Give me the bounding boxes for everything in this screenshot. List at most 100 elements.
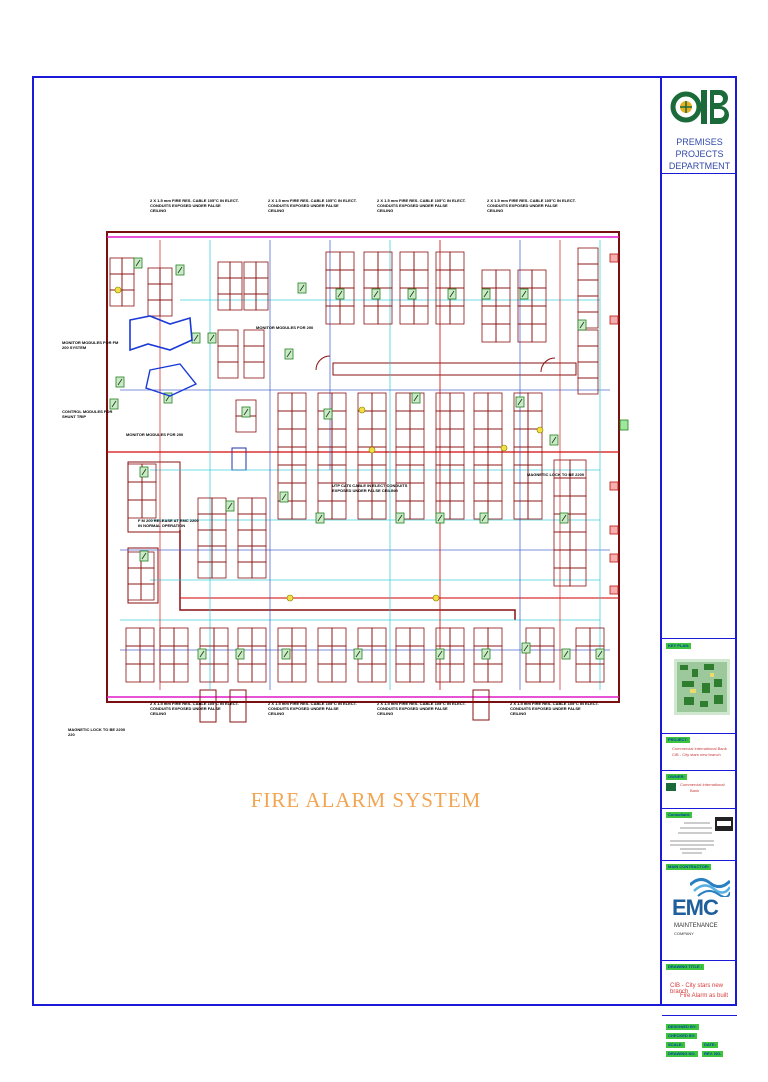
desk-cell <box>395 428 411 448</box>
drawing-title-line-1: CIB - City stars new branch <box>670 983 724 995</box>
owner-line-2: Bank <box>690 788 700 793</box>
desk-cell <box>449 428 465 448</box>
desk-cluster-21 <box>237 497 267 579</box>
desk-cell <box>217 361 239 379</box>
heat-detector-icon <box>536 426 544 434</box>
control-panel-outline <box>145 363 198 397</box>
desk-cell <box>395 392 411 412</box>
desk-cell <box>243 293 257 311</box>
desk-cell <box>449 410 465 430</box>
desk-cell <box>577 263 599 281</box>
desk-cell <box>217 329 239 347</box>
smoke-detector-mark <box>597 650 603 658</box>
desk-cell <box>577 247 599 265</box>
smoke-detector-mark <box>193 334 199 342</box>
smoke-detector-mark <box>437 650 443 658</box>
desk-cell <box>569 477 587 497</box>
desk-cell <box>357 410 373 430</box>
desk-cell <box>481 323 497 343</box>
desk-cluster-32 <box>395 627 425 683</box>
cable-note-top-1: 2 X 1.5 mm FIRE RES. CABLE 105°C IN ELEC… <box>150 198 239 213</box>
desk-cell <box>409 627 425 647</box>
desk-cell <box>435 410 451 430</box>
desk-cell <box>159 299 173 317</box>
desk-cell <box>291 410 307 430</box>
desk-cluster-13 <box>277 392 307 520</box>
desk-cluster-9 <box>481 269 511 343</box>
desk-cell <box>127 567 142 585</box>
desk-cell <box>435 446 451 466</box>
desk-cell <box>553 531 571 551</box>
desk-cell <box>357 663 373 683</box>
desk-cell <box>291 446 307 466</box>
desk-cell <box>331 663 347 683</box>
monitor-modules-fm200-note: MONITOR MODULES FOR FM 200 SYSTEM <box>62 340 119 350</box>
smoke-detector-mark <box>409 290 415 298</box>
owner-section: OWNER: Commercial International Bank <box>662 771 737 809</box>
desk-cell <box>331 464 347 484</box>
desk-cell <box>495 305 511 325</box>
desk-cell <box>473 428 489 448</box>
desk-cell <box>409 645 425 665</box>
desk-cell <box>531 305 547 325</box>
desk-cell <box>589 627 605 647</box>
desk-cell <box>317 482 333 502</box>
smoke-detector-mark <box>237 650 243 658</box>
drawing-title-label: DRAWING TITLE : <box>666 964 704 970</box>
desk-cell <box>125 663 141 683</box>
desk-cell <box>473 663 489 683</box>
desk-cell <box>487 627 503 647</box>
desk-cell <box>291 663 307 683</box>
desk-cell <box>435 663 451 683</box>
smoke-detector-mark <box>579 321 585 329</box>
desk-cell <box>211 497 227 515</box>
desk-cell <box>409 663 425 683</box>
owner-label: OWNER: <box>666 774 687 780</box>
sounder-icon <box>609 525 619 535</box>
desk-cell <box>291 645 307 665</box>
desk-cell <box>139 645 155 665</box>
desk-cell <box>317 627 333 647</box>
green-control-icon <box>619 419 629 431</box>
desk-cell <box>235 415 257 433</box>
desk-cell <box>531 323 547 343</box>
desk-cell <box>109 257 123 275</box>
smoke-detector-mark <box>209 334 215 342</box>
emc-sub-text: MAINTENANCE <box>674 923 718 929</box>
desk-cell <box>449 482 465 502</box>
desk-cell <box>487 464 503 484</box>
smoke-detector-mark <box>449 290 455 298</box>
desk-cluster-19 <box>513 392 543 520</box>
desk-cell <box>277 464 293 484</box>
desk-cell <box>371 392 387 412</box>
desk-cell <box>211 545 227 563</box>
desk-cell <box>495 269 511 289</box>
desk-cell <box>539 663 555 683</box>
desk-cell <box>277 663 293 683</box>
desk-cell <box>577 279 599 297</box>
desk-cell <box>575 663 591 683</box>
desk-cell <box>473 446 489 466</box>
desk-cell <box>569 567 587 587</box>
desk-cell <box>277 446 293 466</box>
desk-cell <box>371 464 387 484</box>
desk-cell <box>553 477 571 497</box>
project-line-1: Commercial International Bank <box>672 746 727 751</box>
desk-cell <box>487 392 503 412</box>
desk-cell <box>339 269 355 289</box>
desk-cell <box>159 267 173 285</box>
desk-cell <box>217 293 231 311</box>
desk-cell <box>395 627 411 647</box>
desk-cell <box>531 269 547 289</box>
desk-cell <box>539 627 555 647</box>
desk-cluster-31 <box>357 627 387 683</box>
drawing-main-title: FIRE ALARM SYSTEM <box>250 788 482 812</box>
desk-cell <box>291 392 307 412</box>
desk-cell <box>237 513 253 531</box>
desk-cell <box>395 645 411 665</box>
emc-sub-text-2: COMPANY <box>674 931 694 936</box>
outer-wall <box>106 231 620 703</box>
desk-cell <box>575 627 591 647</box>
desk-cell <box>251 529 267 547</box>
desk-cell <box>331 500 347 520</box>
